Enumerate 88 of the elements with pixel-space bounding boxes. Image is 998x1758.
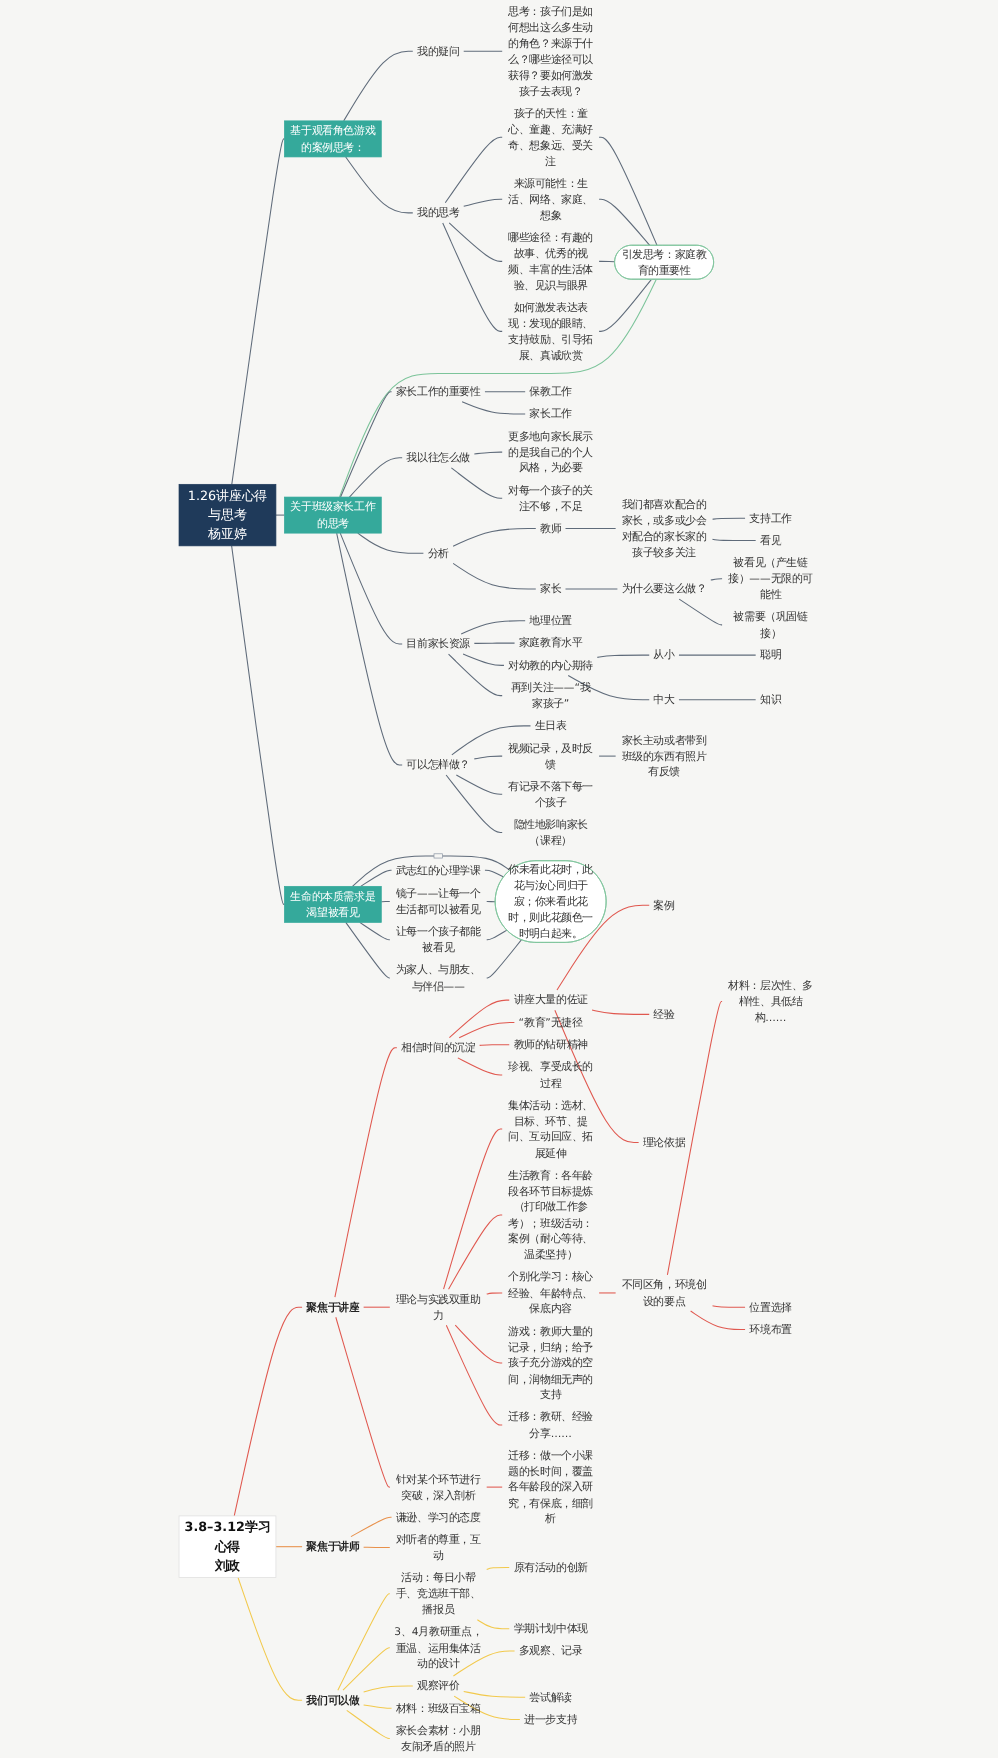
connector [237,1576,303,1701]
connector [275,514,285,516]
connector [360,869,393,887]
connector [473,755,503,760]
connector [345,921,391,979]
connector [678,699,757,701]
connector [452,1650,516,1677]
connector [275,1546,303,1548]
connector [591,1009,650,1015]
node-box [433,853,443,859]
connector [712,538,757,542]
connector [712,517,746,520]
connector [334,1047,398,1298]
connector [567,674,650,701]
connector [336,532,403,766]
connector [462,653,505,666]
connector [473,451,503,455]
connector [363,1546,391,1549]
connector [486,1292,503,1295]
connector [564,588,618,590]
connector [363,1685,414,1693]
connector [337,1593,391,1691]
connector [363,1704,393,1709]
connector [473,642,516,644]
connector [359,921,391,941]
connector [484,869,505,878]
connector [486,939,522,979]
connector [463,198,503,207]
connector [231,545,285,905]
connector [448,1214,503,1290]
connector [476,1619,510,1630]
connector [444,136,503,204]
connector [678,654,757,656]
connector [556,904,650,991]
connector [445,774,503,833]
connector [350,1516,393,1538]
connector [448,999,510,1039]
connector [457,1057,503,1076]
connector [486,1486,503,1488]
connector [690,1310,746,1330]
connector [335,1316,391,1488]
connector [458,1021,515,1039]
connector [443,1128,503,1290]
connector [363,1306,391,1308]
connector [451,725,531,756]
connector [598,198,651,247]
connector [448,653,503,697]
connector [233,1306,303,1517]
connector [445,1324,503,1426]
connector [452,562,537,590]
connector [348,457,403,498]
connector [598,1292,617,1294]
connector [486,1566,510,1571]
connector [339,532,403,645]
connector [455,774,503,795]
connector [340,391,393,498]
connector [339,279,657,498]
connector [450,467,503,499]
connector [678,598,723,626]
connector [598,755,617,757]
connector [598,279,652,332]
connector [342,1647,391,1691]
connector [484,391,526,393]
connector [598,136,658,247]
connector [463,50,503,52]
connector [712,1305,746,1308]
connector [564,528,617,530]
connector [343,50,414,122]
connector [453,1695,521,1720]
connector [442,222,503,332]
connector [596,654,650,658]
connector [666,1000,723,1276]
connector [345,156,414,214]
connector [357,532,424,554]
connector [554,1009,640,1144]
connector [486,929,508,941]
connector [454,1324,503,1364]
connector [461,401,526,415]
connector [452,528,537,547]
connector [231,138,285,485]
connector [479,1044,510,1046]
connector [448,222,503,262]
connector [441,855,511,872]
connector [351,855,435,887]
connector [346,1709,391,1740]
connector [463,1690,526,1698]
connector [460,620,526,635]
connector [710,578,723,581]
